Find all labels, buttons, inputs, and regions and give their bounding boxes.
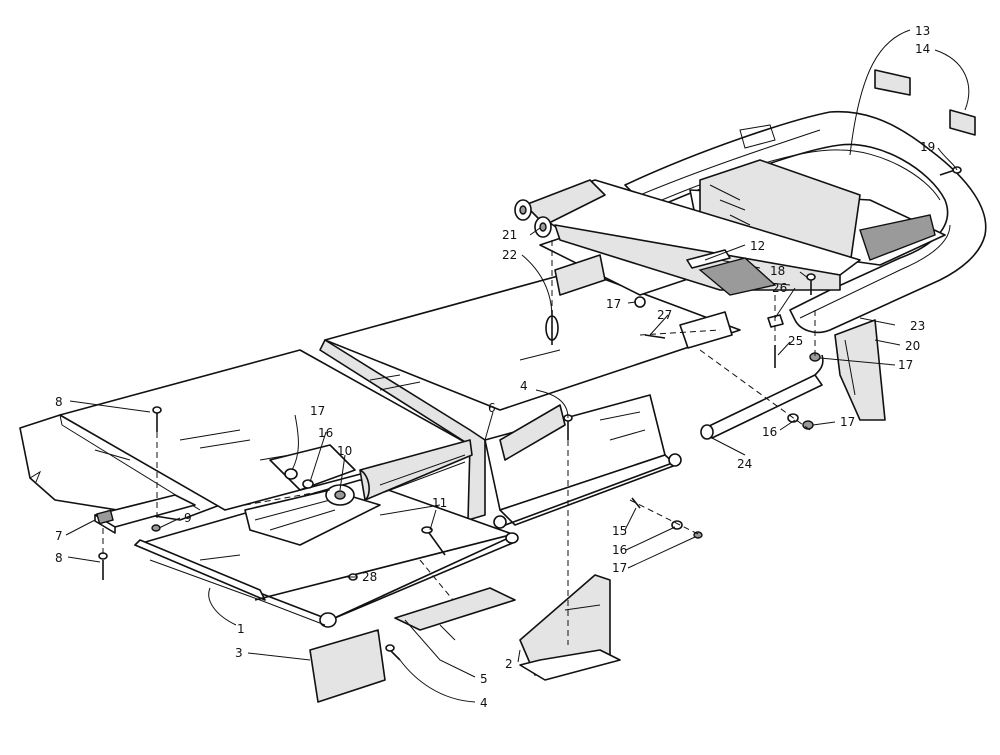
callout-17: 17 (898, 358, 913, 372)
callout-1: 1 (237, 622, 245, 636)
callout-2: 2 (505, 657, 513, 671)
callout-4: 4 (520, 379, 528, 393)
part-10-brace[interactable] (244, 439, 473, 546)
callout-17: 17 (606, 297, 621, 311)
callout-7: 7 (55, 529, 63, 543)
callout-17: 17 (840, 415, 855, 429)
callout-11: 11 (432, 496, 447, 510)
callout-26: 26 (772, 281, 787, 295)
callout-14: 14 (915, 42, 930, 56)
callout-5: 5 (480, 672, 488, 686)
callout-15: 15 (612, 524, 627, 538)
callout-21: 21 (502, 228, 517, 242)
callout-19: 19 (920, 140, 935, 154)
callout-8: 8 (55, 395, 63, 409)
callout-16: 16 (318, 426, 333, 440)
part-21-tubes[interactable] (514, 179, 606, 238)
tunnel-right-panel (484, 394, 682, 529)
part-7-hinge[interactable] (94, 494, 196, 534)
callout-24: 24 (737, 457, 752, 471)
part-20-side-bracket[interactable] (834, 319, 886, 421)
callout-28: 28 (362, 570, 377, 584)
callout-17: 17 (310, 404, 325, 418)
part-2-bracket[interactable] (519, 574, 621, 681)
callout-23: 23 (910, 319, 925, 333)
part-13-label[interactable] (874, 69, 911, 96)
callout-12: 12 (750, 239, 765, 253)
leader-lines (65, 29, 970, 703)
callout-16: 16 (762, 425, 777, 439)
callout-27: 27 (657, 308, 672, 322)
part-12-cross-tube[interactable] (524, 179, 861, 296)
callout-13: 13 (915, 24, 930, 38)
callout-10: 10 (337, 444, 352, 458)
callout-25: 25 (788, 334, 803, 348)
callout-3: 3 (235, 646, 243, 660)
callout-18: 18 (770, 264, 785, 278)
callout-16: 16 (612, 543, 627, 557)
callout-20: 20 (905, 339, 920, 353)
callout-9: 9 (184, 511, 192, 525)
part-14-label[interactable] (949, 109, 976, 136)
callout-8: 8 (55, 551, 63, 565)
callout-labels: 1 2 3 4 4 5 6 7 8 8 9 10 11 12 13 14 15 … (55, 24, 935, 710)
part-5-pad[interactable] (394, 587, 516, 641)
part-3-plate[interactable] (309, 629, 386, 703)
callout-4: 4 (480, 696, 488, 710)
front-left-pan (19, 414, 221, 521)
callout-6: 6 (488, 401, 496, 415)
callout-22: 22 (502, 248, 517, 262)
part-24-rod[interactable] (700, 354, 824, 440)
callout-17: 17 (612, 561, 627, 575)
part-11-bolt[interactable] (421, 526, 446, 556)
